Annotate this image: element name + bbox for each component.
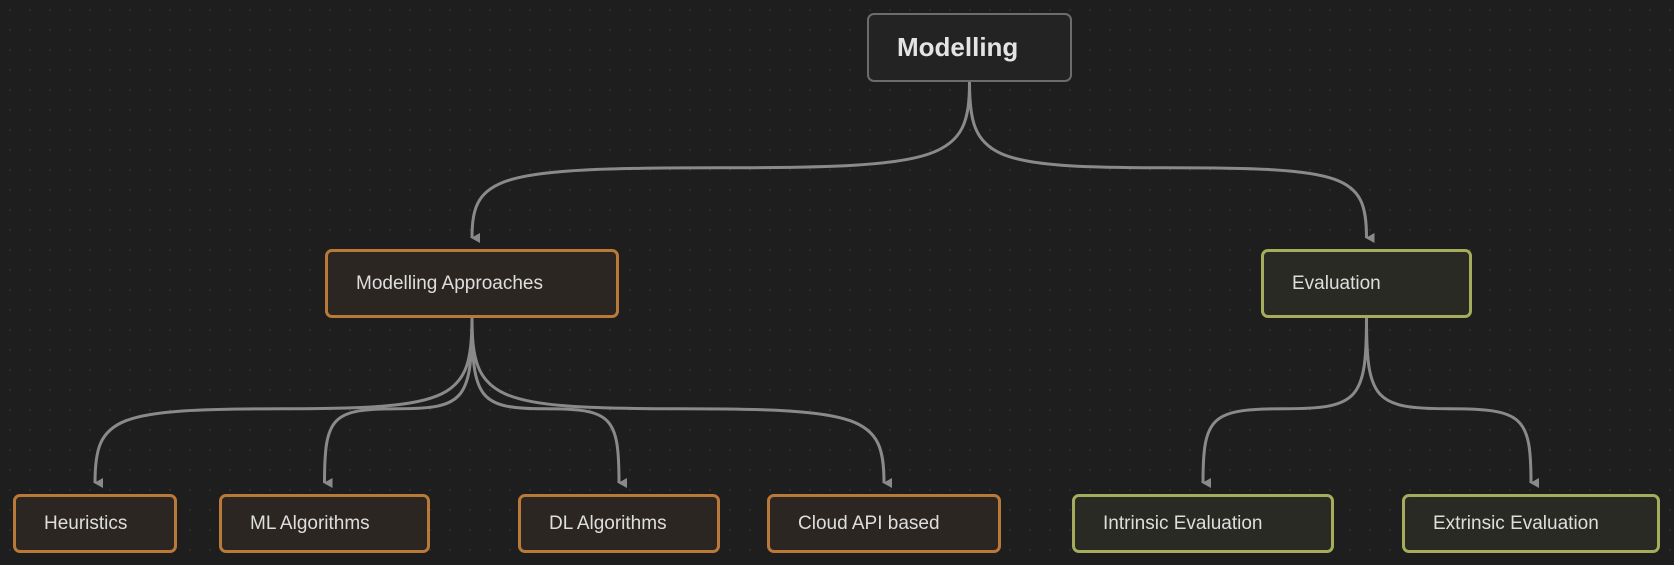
edge-modelling-to-approaches	[470, 81, 971, 244]
node-modelling-approaches[interactable]: Modelling Approaches	[325, 249, 619, 318]
node-heuristics[interactable]: Heuristics	[13, 494, 177, 553]
node-ml-algorithms[interactable]: ML Algorithms	[219, 494, 430, 553]
node-dl-algorithms[interactable]: DL Algorithms	[518, 494, 720, 553]
edge-evaluation-to-extrinsic	[1365, 317, 1540, 488]
edge-approaches-to-dl-algorithms	[470, 317, 628, 488]
node-intrinsic-evaluation[interactable]: Intrinsic Evaluation	[1072, 494, 1334, 553]
node-modelling-approaches-label: Modelling Approaches	[356, 272, 543, 294]
node-modelling[interactable]: Modelling	[867, 13, 1072, 82]
edge-approaches-to-cloud-api	[470, 317, 893, 488]
edge-evaluation-to-intrinsic	[1201, 317, 1368, 489]
node-intrinsic-evaluation-label: Intrinsic Evaluation	[1103, 512, 1263, 534]
node-dl-algorithms-label: DL Algorithms	[549, 512, 667, 534]
edge-approaches-to-heuristics	[93, 317, 474, 489]
node-evaluation[interactable]: Evaluation	[1261, 249, 1472, 318]
node-cloud-api-based-label: Cloud API based	[798, 512, 940, 534]
node-modelling-label: Modelling	[897, 32, 1019, 62]
node-extrinsic-evaluation[interactable]: Extrinsic Evaluation	[1402, 494, 1660, 553]
edge-modelling-to-evaluation	[968, 81, 1375, 243]
node-cloud-api-based[interactable]: Cloud API based	[767, 494, 1001, 553]
node-heuristics-label: Heuristics	[44, 512, 128, 534]
node-evaluation-label: Evaluation	[1292, 272, 1381, 294]
node-ml-algorithms-label: ML Algorithms	[250, 512, 370, 534]
edge-approaches-to-ml-algorithms	[323, 317, 474, 489]
node-extrinsic-evaluation-label: Extrinsic Evaluation	[1433, 512, 1599, 534]
